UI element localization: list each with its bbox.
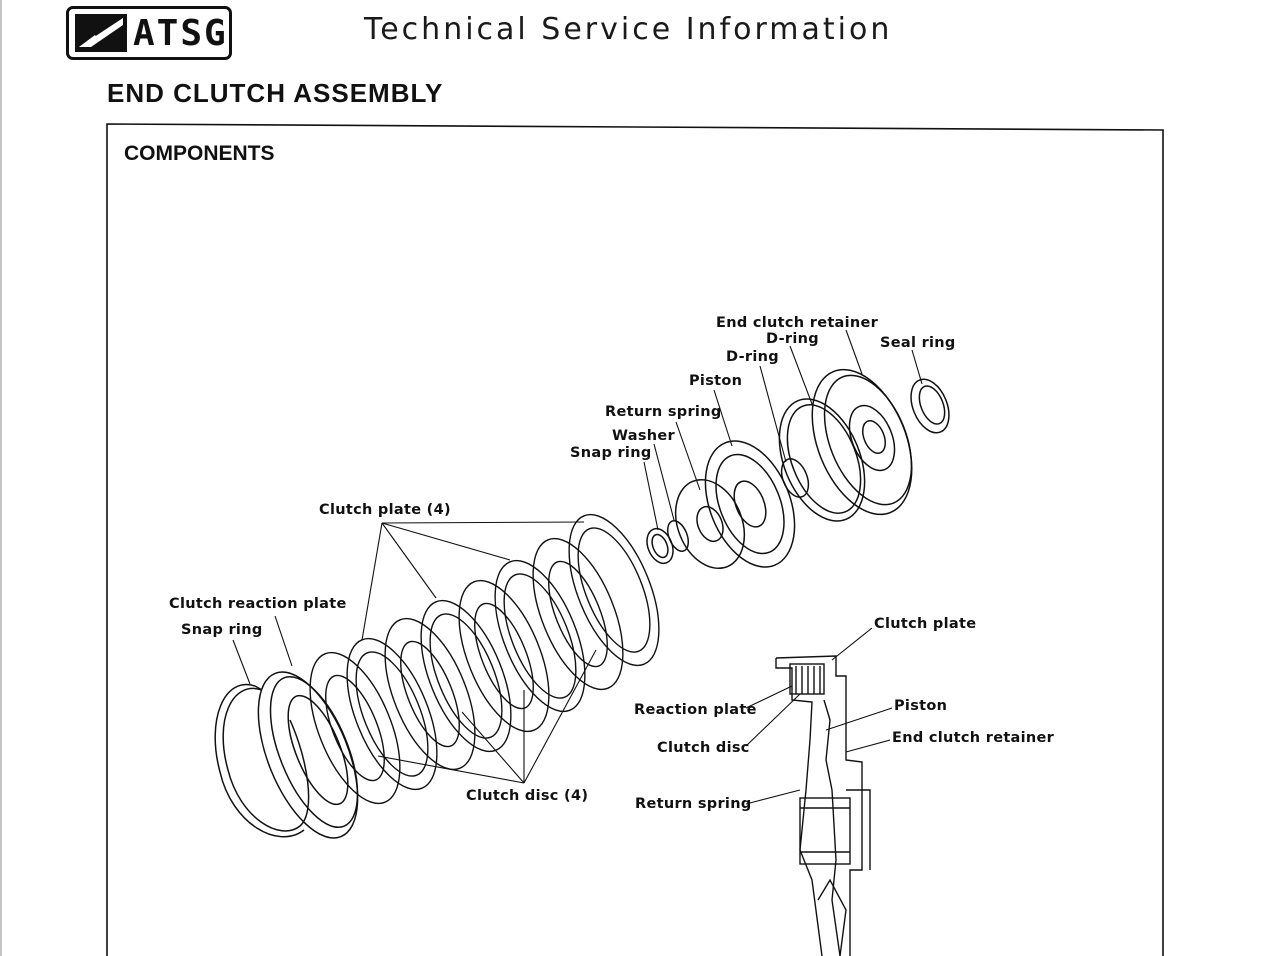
inset-label-clutch-disc: Clutch disc bbox=[657, 740, 750, 756]
inset-label-end-clutch-retainer: End clutch retainer bbox=[892, 730, 1055, 746]
seal-ring-part bbox=[910, 378, 950, 434]
piston-part bbox=[704, 440, 796, 568]
d-ring-small-part bbox=[780, 458, 810, 498]
atsg-logo: ATSG bbox=[66, 6, 232, 60]
logo-text: ATSG bbox=[133, 13, 228, 54]
header-title: Technical Service Information bbox=[364, 12, 893, 47]
section-title: END CLUTCH ASSEMBLY bbox=[107, 78, 444, 108]
snap-ring-left-part bbox=[214, 683, 310, 838]
label-clutch-disc-4: Clutch disc (4) bbox=[466, 788, 589, 804]
label-d-ring-upper: D-ring bbox=[766, 331, 819, 347]
cross-section-inset bbox=[775, 655, 871, 956]
label-clutch-reaction-plate: Clutch reaction plate bbox=[169, 596, 347, 612]
label-piston: Piston bbox=[689, 373, 743, 389]
label-seal-ring: Seal ring bbox=[880, 335, 956, 351]
label-end-clutch-retainer: End clutch retainer bbox=[716, 315, 879, 331]
inset-label-piston: Piston bbox=[894, 698, 948, 714]
inset-label-clutch-plate: Clutch plate bbox=[874, 616, 977, 632]
label-clutch-plate-4: Clutch plate (4) bbox=[319, 502, 451, 518]
label-snap-ring-top: Snap ring bbox=[570, 445, 652, 461]
label-snap-ring-left: Snap ring bbox=[181, 622, 263, 638]
inset-label-return-spring: Return spring bbox=[635, 796, 752, 812]
inset-leader-lines bbox=[745, 627, 893, 805]
label-d-ring-lower: D-ring bbox=[726, 349, 779, 365]
return-spring-part bbox=[674, 478, 746, 570]
inset-label-reaction-plate: Reaction plate bbox=[634, 702, 757, 718]
panel-title: COMPONENTS bbox=[124, 142, 275, 165]
washer-part bbox=[666, 520, 690, 552]
label-return-spring: Return spring bbox=[605, 404, 722, 420]
clutch-reaction-plate-part bbox=[257, 671, 359, 839]
clutch-pack bbox=[309, 513, 660, 805]
end-clutch-retainer-part bbox=[811, 368, 913, 516]
leader-lines bbox=[232, 329, 923, 784]
panel-frame bbox=[106, 123, 1164, 956]
label-washer: Washer bbox=[612, 428, 676, 444]
